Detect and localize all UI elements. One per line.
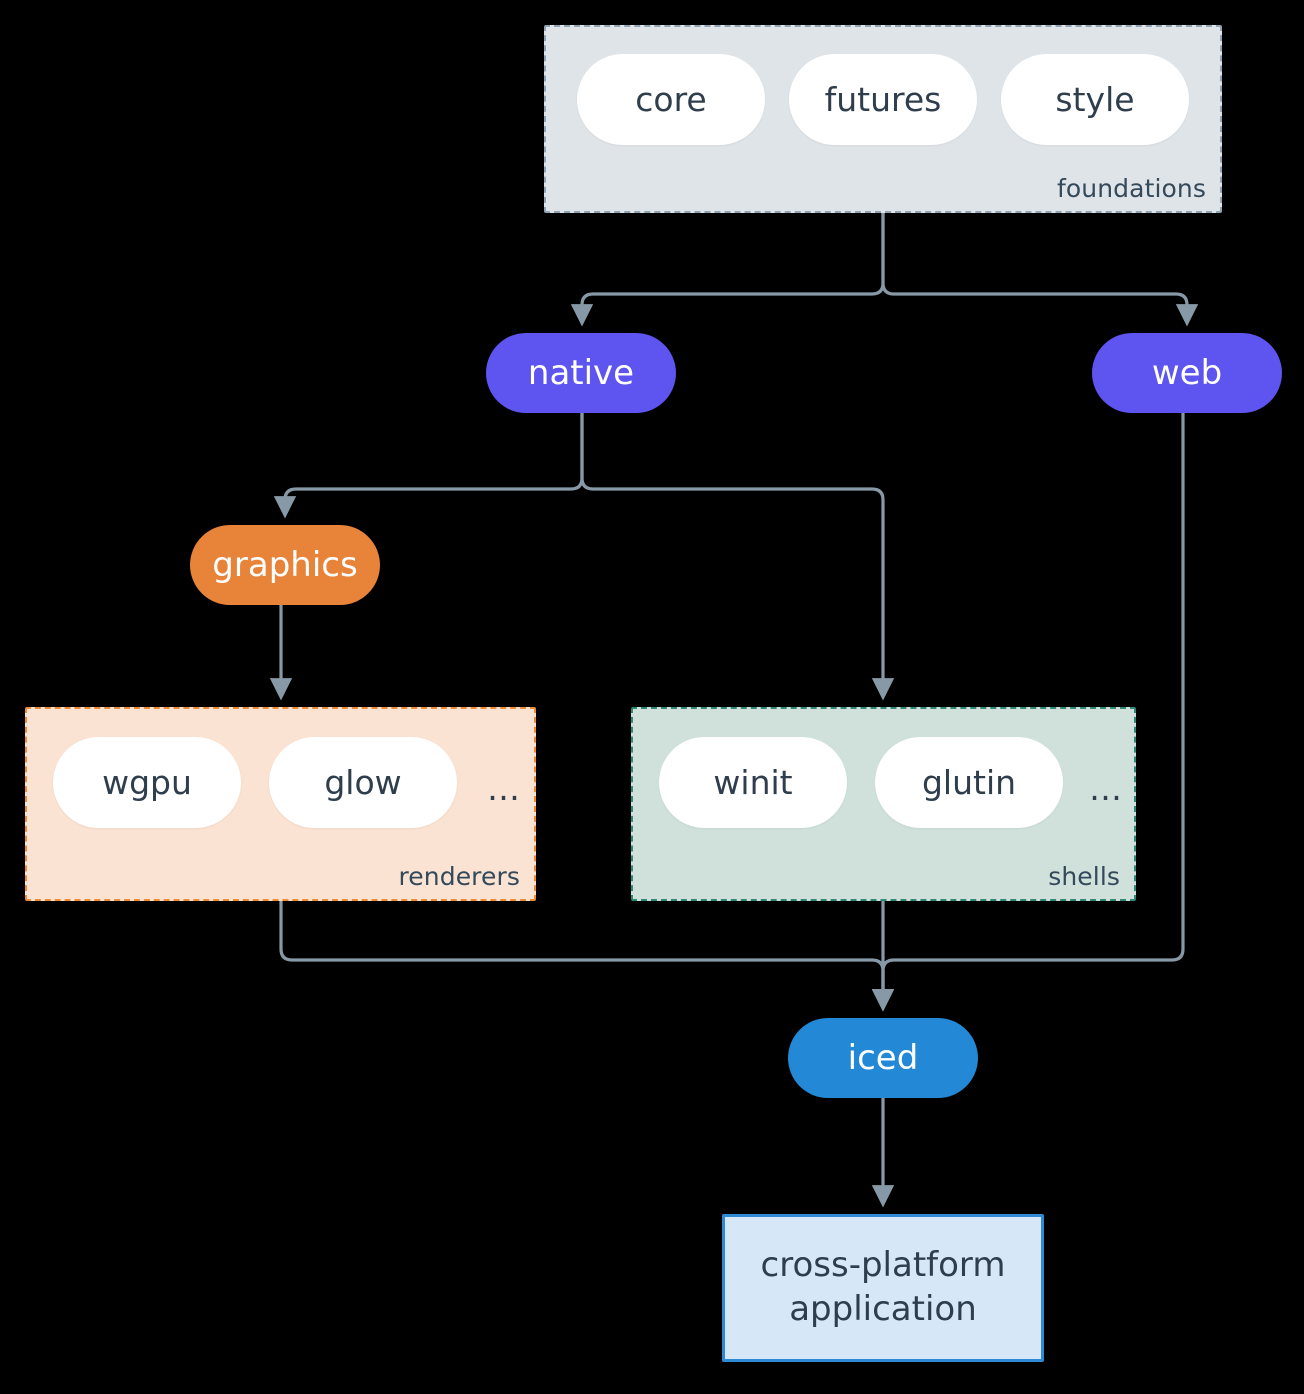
cluster-label-renderers: renderers bbox=[398, 862, 520, 891]
pill-style[interactable]: style bbox=[1001, 54, 1189, 145]
cluster-label-foundations: foundations bbox=[1057, 174, 1206, 203]
node-iced[interactable]: iced bbox=[788, 1018, 978, 1098]
edge-renderers-iced bbox=[279, 901, 895, 1012]
edge-native-graphics bbox=[273, 413, 584, 519]
pill-core[interactable]: core bbox=[577, 54, 765, 145]
cluster-foundations: core futures style foundations bbox=[544, 25, 1222, 213]
cluster-shells: winit glutin … shells bbox=[631, 707, 1136, 901]
renderers-overflow-ellipsis: … bbox=[487, 769, 521, 808]
node-native[interactable]: native bbox=[486, 333, 676, 413]
pill-glutin[interactable]: glutin bbox=[875, 737, 1063, 828]
node-graphics[interactable]: graphics bbox=[190, 525, 380, 605]
shells-overflow-ellipsis: … bbox=[1089, 769, 1123, 808]
edge-foundations-web bbox=[881, 213, 1199, 327]
application-line-2: application bbox=[789, 1289, 977, 1329]
pill-glow[interactable]: glow bbox=[269, 737, 457, 828]
application-line-1: cross-platform bbox=[760, 1245, 1006, 1286]
pill-winit[interactable]: winit bbox=[659, 737, 847, 828]
edge-foundations-native bbox=[570, 213, 885, 327]
cluster-label-shells: shells bbox=[1048, 862, 1120, 891]
node-web[interactable]: web bbox=[1092, 333, 1282, 413]
edge-native-shells bbox=[580, 413, 895, 701]
pill-wgpu[interactable]: wgpu bbox=[53, 737, 241, 828]
cluster-renderers: wgpu glow … renderers bbox=[25, 707, 536, 901]
pill-futures[interactable]: futures bbox=[789, 54, 977, 145]
node-cross-platform-application[interactable]: cross-platform application bbox=[722, 1214, 1044, 1362]
